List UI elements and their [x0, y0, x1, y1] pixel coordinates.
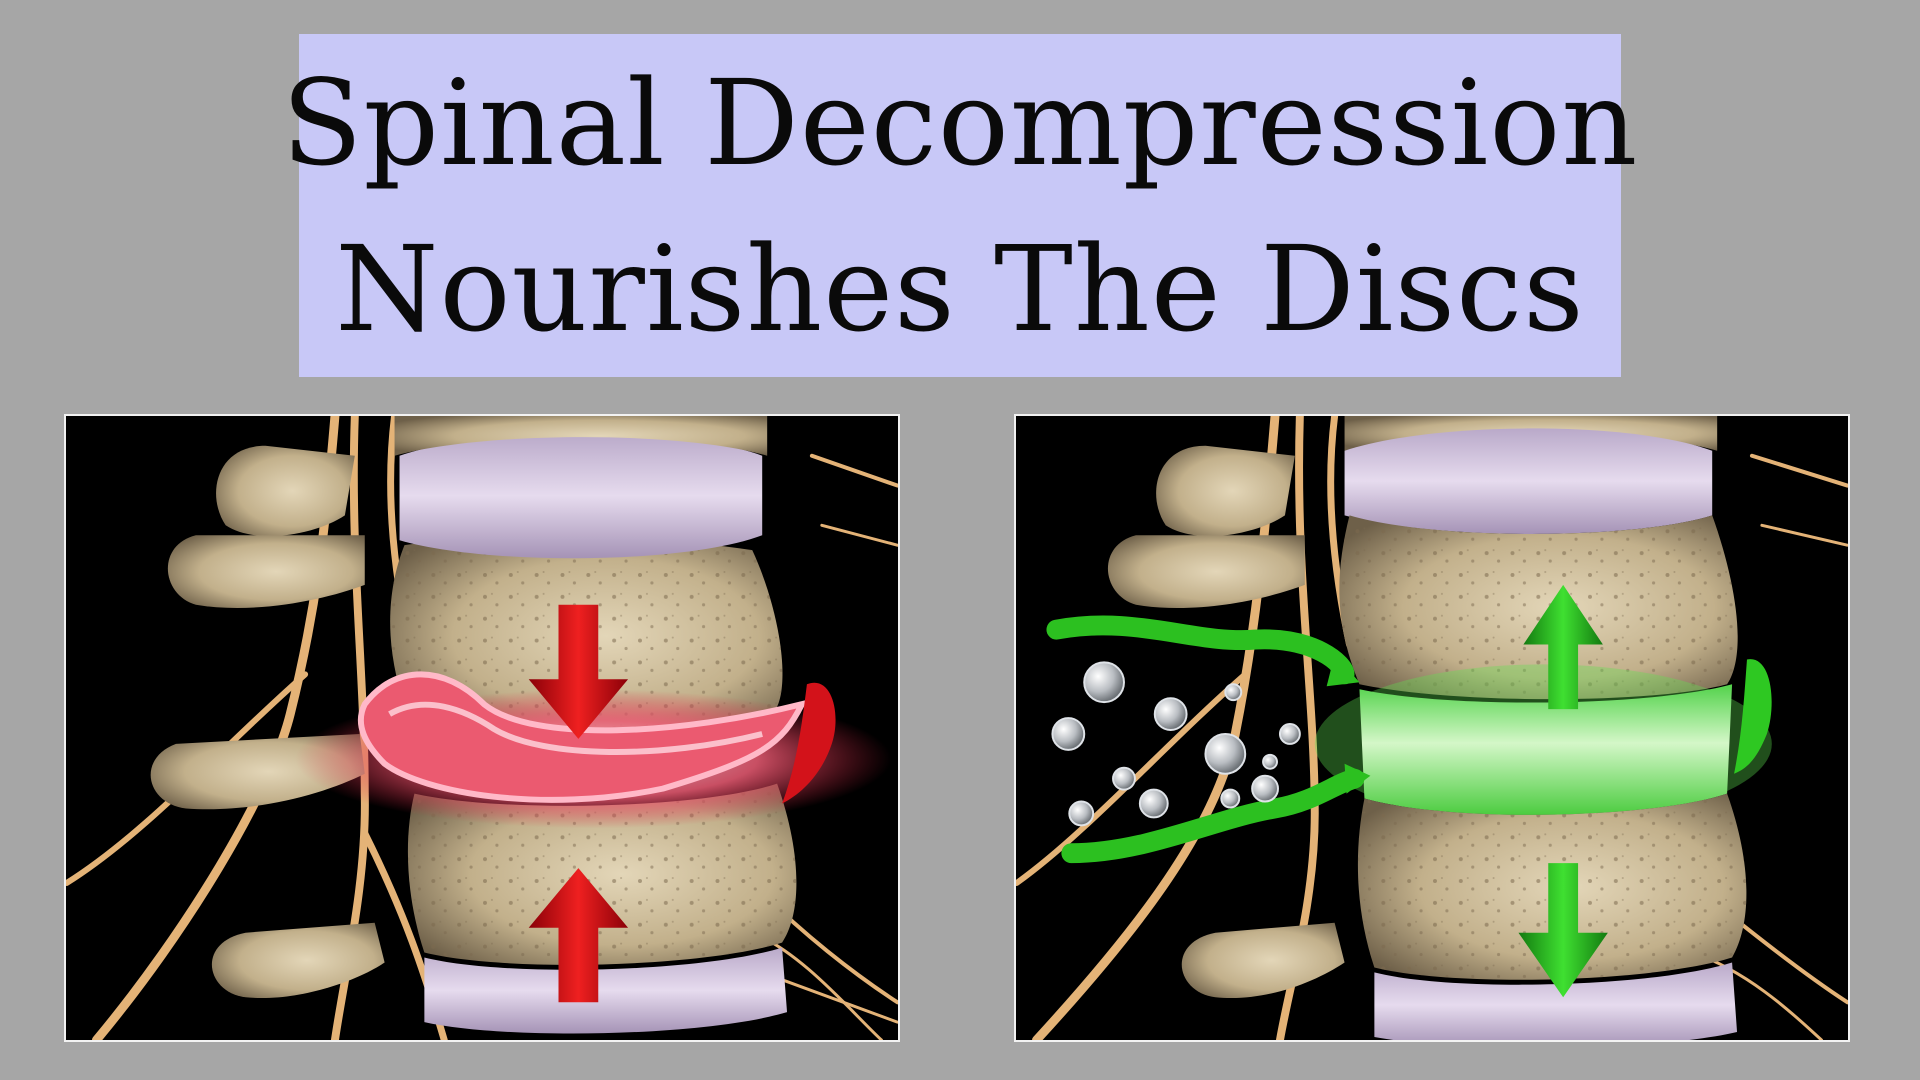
disc-bulge-green	[1734, 659, 1772, 774]
lower-healthy-disc	[424, 947, 788, 1034]
vertebra-processes	[1107, 445, 1345, 999]
nutrient-flow-arrow-upper	[1046, 615, 1360, 687]
upper-healthy-disc	[1344, 428, 1713, 534]
title-banner: Spinal Decompression Nourishes The Discs	[282, 34, 1637, 377]
nutrient-flow-arrow-lower	[1061, 763, 1371, 864]
title-line-1: Spinal Decompression	[281, 53, 1639, 192]
decompression-arrow-up	[1523, 584, 1603, 710]
lower-healthy-disc	[1374, 962, 1738, 1040]
rehydrated-disc	[1359, 684, 1733, 815]
upper-healthy-disc	[399, 433, 763, 559]
compressed-disc	[357, 671, 808, 803]
compression-arrow-up	[528, 868, 629, 1003]
decompressed-spine-illustration	[1014, 414, 1850, 1042]
compression-arrow-down	[528, 604, 629, 739]
title-line-2: Nourishes The Discs	[335, 219, 1585, 358]
disc-bulge-red	[782, 682, 836, 804]
vertebra-processes	[150, 445, 385, 999]
decompression-arrow-down	[1518, 863, 1608, 998]
nutrient-bubbles	[1051, 661, 1301, 827]
compressed-spine-illustration	[64, 414, 900, 1042]
